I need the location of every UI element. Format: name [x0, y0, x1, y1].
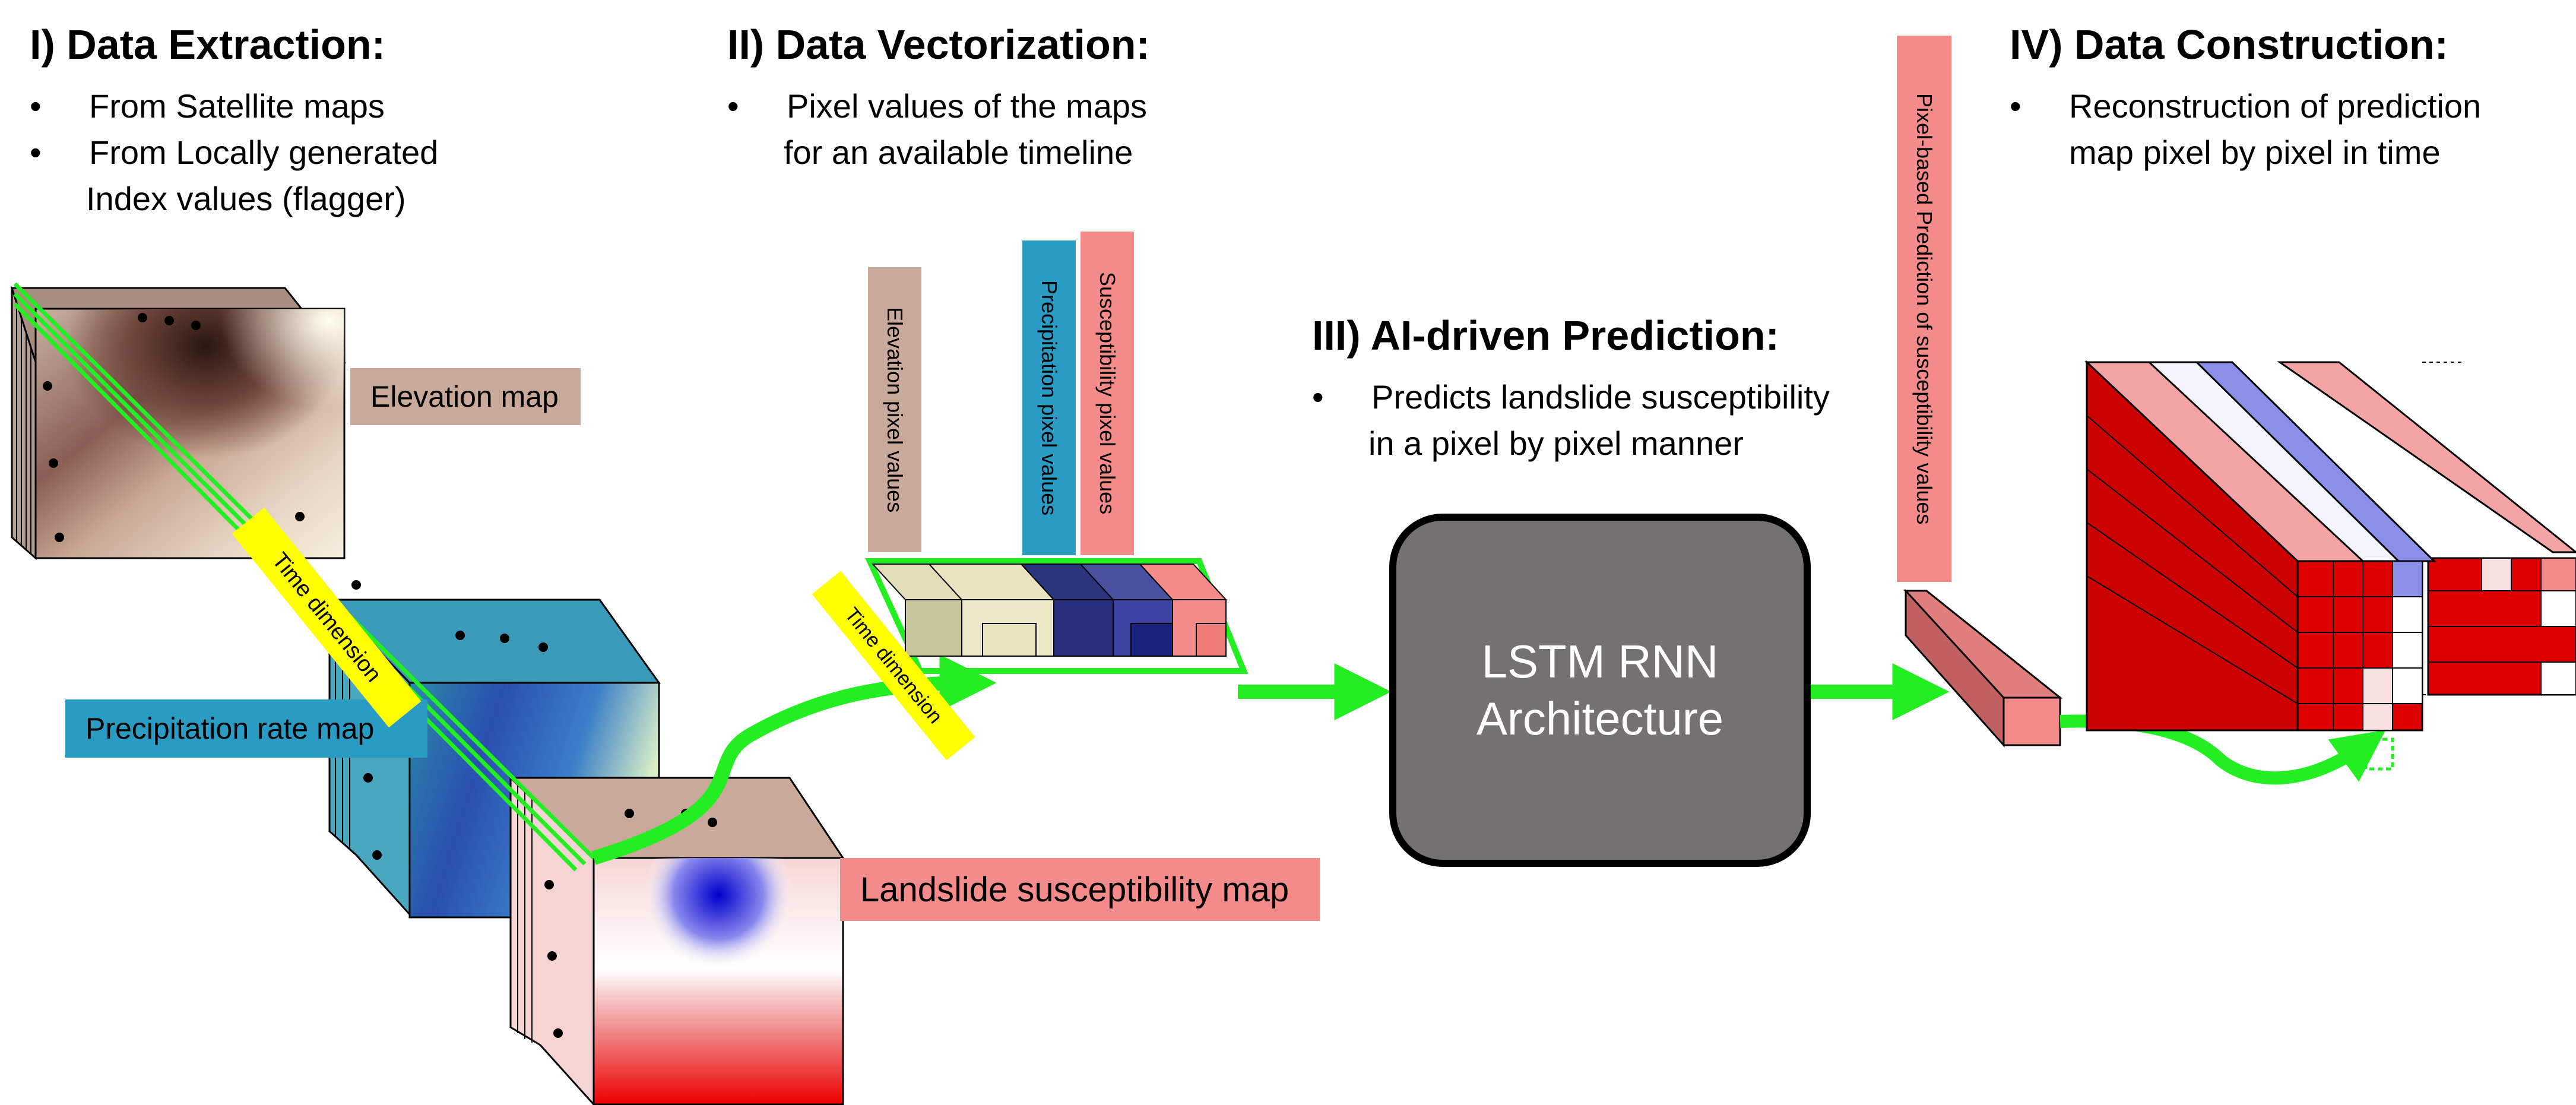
section-vectorization: II) Data Vectorization: •Pixel values of… [727, 24, 1150, 176]
bullet-continuation: map pixel by pixel in time [2069, 134, 2441, 171]
susceptibility-map-cube [508, 776, 845, 1105]
precipitation-pixel-values-label: Precipitation pixel values [1022, 240, 1076, 555]
section-extraction: I) Data Extraction: •From Satellite maps… [30, 24, 438, 222]
bullet-item: •Pixel values of the maps [727, 87, 1147, 125]
model-title-line2: Architecture [1476, 692, 1724, 745]
susceptibility-map-label: Landslide susceptibility map [840, 858, 1320, 921]
bullet-continuation: Index values (flagger) [86, 180, 406, 217]
precipitation-map-label: Precipitation rate map [65, 699, 427, 758]
model-title-line1: LSTM RNN [1481, 635, 1719, 688]
section-prediction-title: III) AI-driven Prediction: [1312, 312, 1779, 359]
prediction-values-label: Pixel-based Prediction of susceptibility… [1897, 36, 1951, 582]
lstm-model-box: LSTM RNN Architecture [1389, 514, 1811, 867]
section-vectorization-title: II) Data Vectorization: [727, 21, 1150, 68]
prediction-pixel-bar-icon [1903, 588, 2063, 748]
elevation-pixel-values-label: Elevation pixel values [868, 267, 921, 552]
bullet-item: •Predicts landslide susceptibility [1312, 378, 1830, 416]
bullet-item: •From Satellite maps [30, 87, 385, 125]
vector-column-icon [865, 558, 1249, 674]
section-extraction-title: I) Data Extraction: [30, 21, 385, 68]
bullet-continuation: in a pixel by pixel manner [1368, 425, 1744, 462]
bullet-item: •From Locally generated [30, 134, 439, 171]
section-construction: IV) Data Construction: •Reconstruction o… [2010, 24, 2481, 176]
susceptibility-pixel-values-label: Susceptibility pixel values [1081, 232, 1134, 555]
output-cube-icon [2084, 360, 2576, 771]
elevation-map-cube [10, 286, 361, 590]
section-construction-title: IV) Data Construction: [2010, 21, 2448, 68]
bullet-item: •Reconstruction of prediction [2010, 87, 2482, 125]
section-prediction: III) AI-driven Prediction: •Predicts lan… [1312, 315, 1830, 467]
elevation-map-label: Elevation map [350, 368, 581, 425]
bullet-continuation: for an available timeline [784, 134, 1133, 171]
